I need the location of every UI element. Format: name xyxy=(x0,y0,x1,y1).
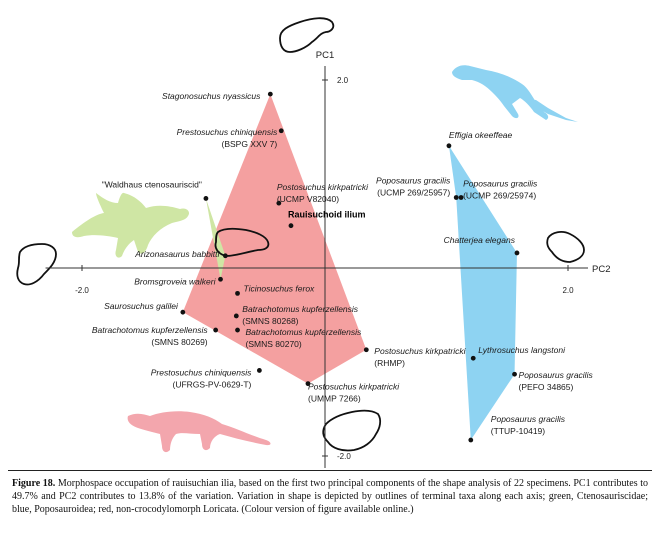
point-specimen-label: (PEFO 34865) xyxy=(519,382,574,392)
blue-effigia-silhouette-icon xyxy=(452,65,578,122)
y-ticks: 2.0 -2.0 xyxy=(322,76,351,461)
red-hull xyxy=(182,94,367,384)
caption-label: Figure 18. xyxy=(12,478,56,489)
caption-body: Morphospace occupation of rauisuchian il… xyxy=(12,478,648,515)
data-point xyxy=(453,195,459,200)
data-point xyxy=(512,371,517,377)
point-label: Rauisuchoid ilium xyxy=(288,210,366,220)
data-point xyxy=(363,347,369,353)
data-point xyxy=(288,223,294,229)
point-specimen-label: (UMMP 7266) xyxy=(308,394,361,404)
point-label: Prestosuchus chiniquensis xyxy=(177,127,278,137)
data-point xyxy=(278,128,284,134)
y-axis-label: PC1 xyxy=(316,50,334,61)
point-specimen-label: (UFRGS-PV-0629-T) xyxy=(173,379,252,389)
ilium-outline-left-icon xyxy=(16,243,57,286)
data-point xyxy=(203,196,209,201)
point-label: Poposaurus gracilis xyxy=(463,179,538,189)
data-point xyxy=(267,91,273,97)
point-specimen-label: (SMNS 80269) xyxy=(151,337,207,347)
point-specimen-label: (UCMP 269/25957) xyxy=(377,188,450,198)
point-label: Prestosuchus chiniquensis xyxy=(151,367,252,377)
green-ctenosaur-silhouette-icon xyxy=(72,192,190,258)
point-label: Stagonosuchus nyassicus xyxy=(162,91,261,101)
axes: PC2 PC1 -2.0 2.0 2.0 -2.0 xyxy=(45,50,610,468)
point-specimen-label: (UCMP V82040) xyxy=(277,194,339,204)
caption-text: Figure 18. Morphospace occupation of rau… xyxy=(12,477,648,516)
figure-caption: Figure 18. Morphospace occupation of rau… xyxy=(8,470,652,536)
point-label: Batrachotomus kupferzellensis xyxy=(246,327,363,337)
point-specimen-label: (BSPG XXV 7) xyxy=(222,139,278,149)
data-point xyxy=(468,437,474,443)
data-point xyxy=(222,253,228,259)
point-specimen-label: (SMNS 80270) xyxy=(246,339,302,349)
x-tick-label: 2.0 xyxy=(562,286,574,295)
data-point xyxy=(218,276,223,282)
point-label: Bromsgroveia walkeri xyxy=(134,276,216,286)
data-point xyxy=(276,200,282,206)
y-tick-label: -2.0 xyxy=(337,452,351,461)
ilium-outline-top-icon xyxy=(279,17,335,53)
y-tick-label: 2.0 xyxy=(337,76,349,85)
point-label: Ticinosuchus ferox xyxy=(244,283,316,293)
x-tick-label: -2.0 xyxy=(75,286,89,295)
point-label: Postosuchus kirkpatricki xyxy=(374,346,466,356)
data-point xyxy=(446,143,452,149)
point-label: Poposaurus gracilis xyxy=(376,176,451,186)
data-point xyxy=(514,250,520,256)
point-label: Batrachotomus kupferzellensis xyxy=(242,304,359,314)
ilium-outlines xyxy=(16,17,585,452)
point-specimen-label: (UCMP 269/25974) xyxy=(463,191,536,201)
morphospace-chart: PC2 PC1 -2.0 2.0 2.0 -2.0 Stagonosuchus ny… xyxy=(16,17,610,468)
point-label: Postosuchus kirkpatricki xyxy=(308,382,400,392)
red-loricatan-silhouette-icon xyxy=(127,411,271,453)
point-label: Lythrosuchus langstoni xyxy=(478,345,566,355)
point-label: Poposaurus gracilis xyxy=(519,370,594,380)
data-point xyxy=(233,313,239,319)
data-point xyxy=(458,195,464,200)
point-specimen-label: (RHMP) xyxy=(374,358,405,368)
point-label: "Waldhaus ctenosauriscid" xyxy=(102,179,202,189)
point-label: Chatterjea elegans xyxy=(444,235,516,245)
ilium-outline-right-icon xyxy=(546,231,585,263)
ilium-outline-bottom-icon xyxy=(322,409,382,452)
point-specimen-label: (TTUP-10419) xyxy=(491,426,545,436)
data-point xyxy=(213,327,219,333)
point-specimen-label: (SMNS 80268) xyxy=(242,316,298,326)
ilium-outline-mid-left-icon xyxy=(214,227,270,257)
point-label: Effigia okeeffeae xyxy=(449,130,513,140)
data-points xyxy=(180,91,520,443)
point-label: Postosuchus kirkpatricki xyxy=(277,182,369,192)
blue-hull xyxy=(448,145,517,441)
point-label: Saurosuchus galilei xyxy=(104,301,179,311)
x-axis-label: PC2 xyxy=(592,264,610,275)
data-point xyxy=(305,381,311,387)
point-label: Poposaurus gracilis xyxy=(491,414,566,424)
point-label: Batrachotomus kupferzellensis xyxy=(92,325,209,335)
x-ticks: -2.0 2.0 xyxy=(75,265,574,295)
data-point xyxy=(235,290,240,296)
data-point xyxy=(256,368,262,373)
point-label: Arizonasaurus babbitti xyxy=(134,249,220,259)
data-point xyxy=(235,327,240,333)
data-point xyxy=(180,309,186,315)
data-point xyxy=(470,355,476,361)
